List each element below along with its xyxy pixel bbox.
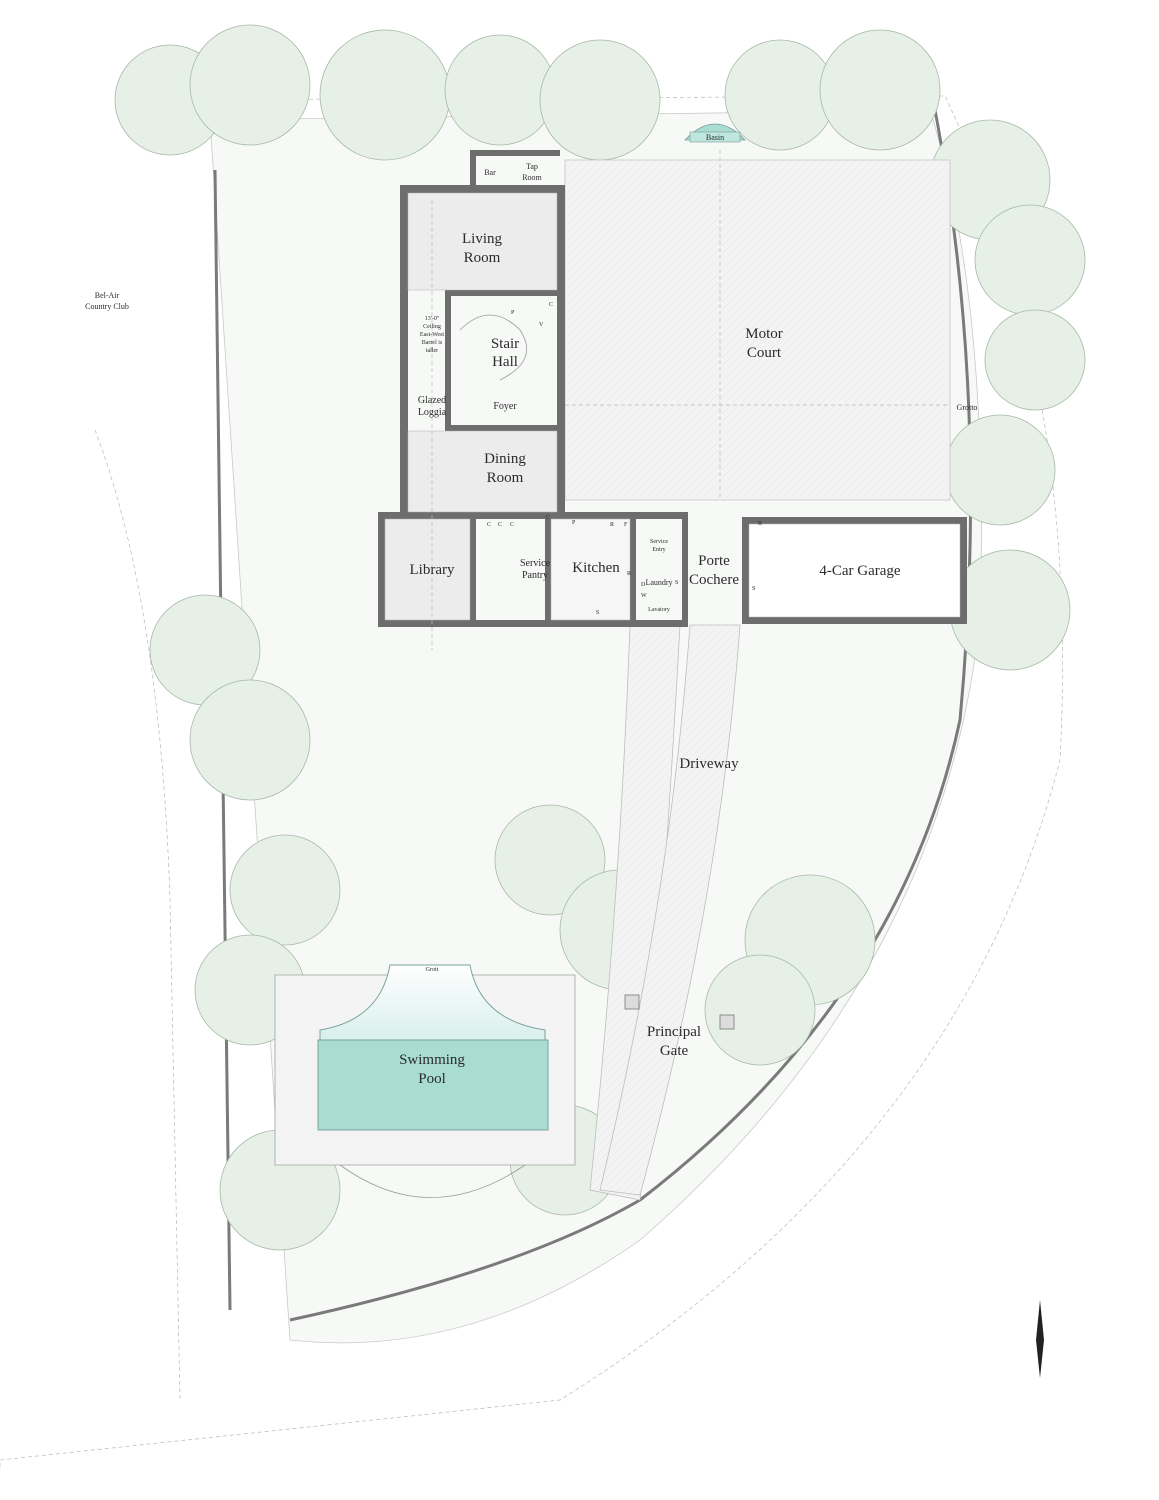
stair-hall-label-1: Stair [491,336,519,352]
ceiling-note-5: taller [426,348,438,354]
closet-letter: C [549,302,553,308]
tree-canopy [114,24,1086,1251]
living-room-label-2: Room [464,250,501,266]
north-arrow [1036,1300,1044,1378]
ceiling-note-3: East-West [420,332,445,338]
dining-room-label-1: Dining [484,451,526,467]
basin-label: Basin [706,133,724,142]
closet-letter: P [511,310,515,316]
closet-letter: W [641,593,647,599]
closet-letter: C [546,515,550,521]
porte-cochere-label-1: Porte [698,553,730,569]
closet-letter: S [752,586,755,592]
tap-room-label-2: Room [522,173,542,182]
ceiling-note-4: Barrel is [422,340,443,346]
driveway-label: Driveway [679,756,739,772]
motor-court-label-1: Motor [745,326,783,342]
service-pantry-label-1: Service [520,558,551,569]
ceiling-note-1: 13'-0" [425,316,440,322]
closet-letter: C [498,522,502,528]
motor-court-label-2: Court [747,345,782,361]
dining-room-label-2: Room [487,470,524,486]
west-boundary-path [94,429,181,1401]
living-room-label-1: Living [462,231,502,247]
swimming-pool-label-1: Swimming [399,1052,465,1068]
country-club-label-1: Bel-Air [95,291,120,300]
closet-letter: C [487,522,491,528]
kitchen-label: Kitchen [572,560,620,576]
closet-letter: R [758,521,762,527]
bar-label: Bar [484,168,496,177]
basin [684,123,746,143]
service-entry-label-2: Entry [652,547,665,553]
lavatory-label: Lavatory [648,607,670,613]
service-entry-label-1: Service [650,539,668,545]
ceiling-note-2: Ceiling [423,324,441,330]
closet-letter: P [572,520,576,526]
garage-label: 4-Car Garage [819,563,901,579]
laundry-label: Laundry [645,578,672,587]
closet-letter: S [675,580,678,586]
swimming-pool-label-2: Pool [418,1071,446,1087]
closet-letter: V [539,322,544,328]
tap-room-label-1: Tap [526,162,538,171]
closet-letter: C [510,522,514,528]
service-pantry-label-2: Pantry [522,570,548,581]
pool-grotto-label: Grott [426,967,439,973]
driveway-main [599,624,741,1196]
closet-letter: R [627,571,631,577]
closet-letter: R [610,522,614,528]
library-label: Library [410,562,455,578]
pool-area [274,964,576,1198]
closet-letter: D [641,582,646,588]
porte-cochere-label-2: Cochere [689,572,739,588]
closet-letter: S [596,610,599,616]
driveway-curve [589,624,681,1201]
house-walls [378,150,967,627]
foyer-label: Foyer [493,401,517,412]
grotto-label: Grotto [957,403,978,412]
principal-gate-label-2: Gate [660,1043,689,1059]
stair-hall-label-2: Hall [492,354,518,370]
glazed-loggia-label-1: Glazed [418,395,446,406]
gate-piers [624,994,735,1030]
closet-letter: F [624,522,628,528]
glazed-loggia-label-2: Loggia [418,407,447,418]
principal-gate-label-1: Principal [647,1024,701,1040]
country-club-label-2: Country Club [85,302,129,311]
